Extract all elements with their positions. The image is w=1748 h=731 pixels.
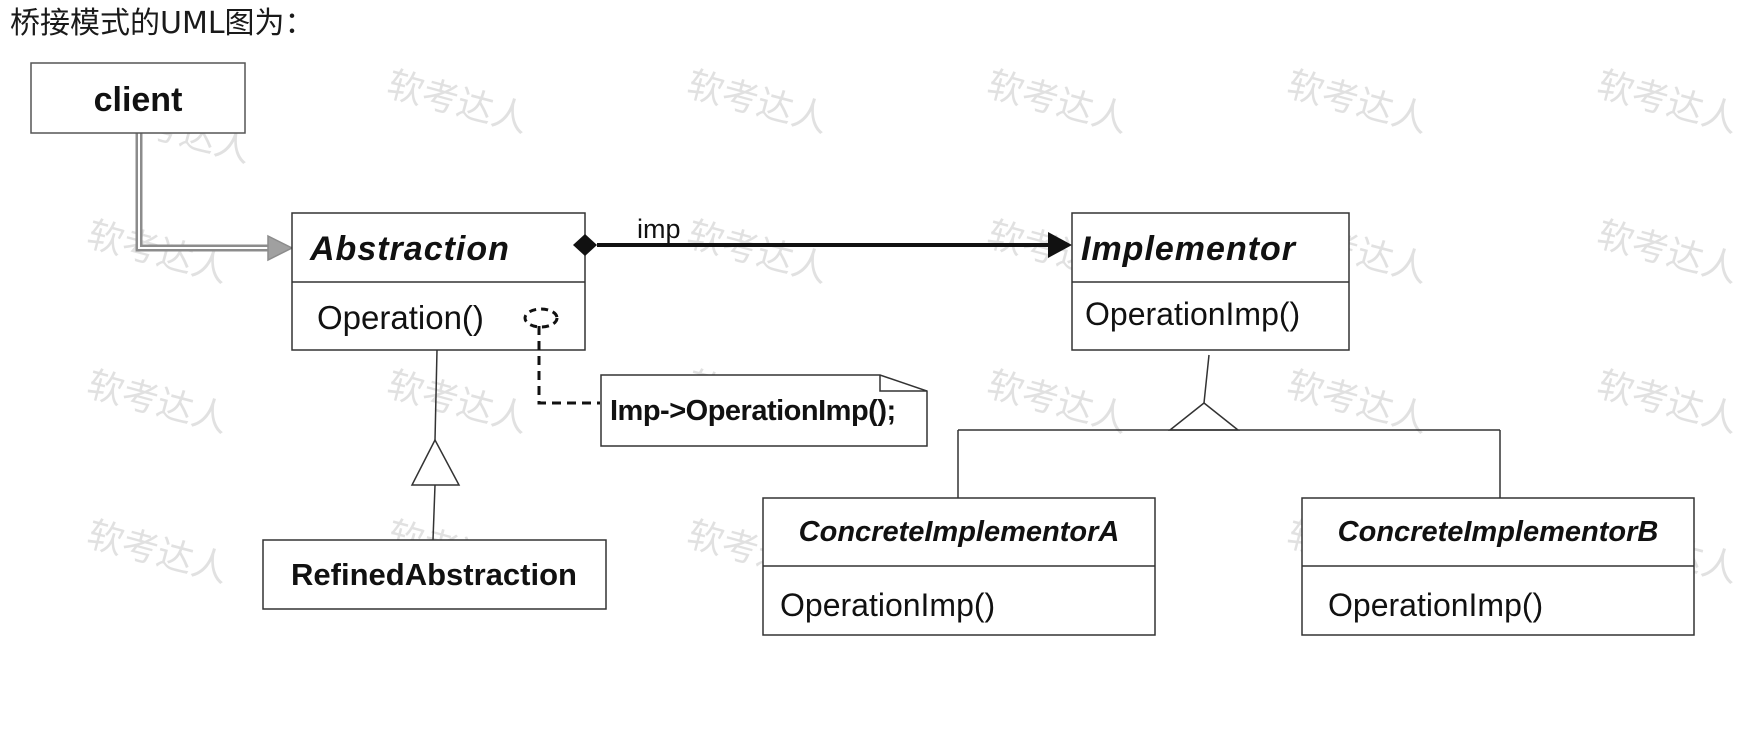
abstraction-operation-method: Operation() <box>317 299 484 336</box>
concrete-implementor-b-class-name: ConcreteImplementorB <box>1338 516 1659 548</box>
generalization-triangle <box>1167 402 1241 431</box>
concrete-implementor-a-method: OperationImp() <box>780 587 995 623</box>
client-arrowhead <box>267 234 294 262</box>
refined-generalization <box>410 349 461 541</box>
note-text: Imp->OperationImp(); <box>610 395 896 427</box>
implementor-generalization <box>957 354 1501 498</box>
watermark-text: 软考达人 <box>683 214 833 291</box>
watermark-text: 软考达人 <box>983 64 1133 141</box>
client-to-abstraction-connector <box>135 133 294 262</box>
concrete-implementor-a-class-name: ConcreteImplementorA <box>799 516 1120 548</box>
abstraction-class-name: Abstraction <box>309 230 510 268</box>
watermark-text: 软考达人 <box>1593 364 1743 441</box>
concrete-implementor-b-method: OperationImp() <box>1328 587 1543 623</box>
watermark-text: 软考达人 <box>1593 214 1743 291</box>
association-label: imp <box>637 214 681 244</box>
client-class-box: client <box>30 62 246 134</box>
implementor-class-box: Implementor OperationImp() <box>1071 212 1350 351</box>
note-connector <box>523 307 600 405</box>
concrete-implementor-a-class-box: ConcreteImplementorA OperationImp() <box>762 497 1156 636</box>
watermark-text: 软考达人 <box>683 64 833 141</box>
refined-abstraction-class-box: RefinedAbstraction <box>262 539 607 610</box>
watermark-text: 软考达人 <box>383 64 533 141</box>
aggregation-diamond <box>573 234 597 256</box>
concrete-implementor-b-class-box: ConcreteImplementorB OperationImp() <box>1301 497 1695 636</box>
generalization-triangle <box>410 438 461 486</box>
refined-abstraction-class-name: RefinedAbstraction <box>291 557 577 592</box>
imp-association: imp <box>573 214 1072 258</box>
association-arrowhead <box>1048 232 1072 258</box>
watermark-text: 软考达人 <box>83 514 233 591</box>
watermark-text: 软考达人 <box>1283 64 1433 141</box>
implementor-operation-method: OperationImp() <box>1085 296 1300 332</box>
watermark-text: 软考达人 <box>383 364 533 441</box>
page-heading: 桥接模式的UML图为： <box>10 6 315 41</box>
implementor-class-name: Implementor <box>1081 230 1297 268</box>
client-class-name: client <box>94 81 183 119</box>
note-box: Imp->OperationImp(); <box>600 374 928 447</box>
watermark-text: 软考达人 <box>83 214 233 291</box>
watermark-text: 软考达人 <box>83 364 233 441</box>
watermark-text: 软考达人 <box>1593 64 1743 141</box>
abstraction-class-box: Abstraction Operation() <box>291 212 586 351</box>
